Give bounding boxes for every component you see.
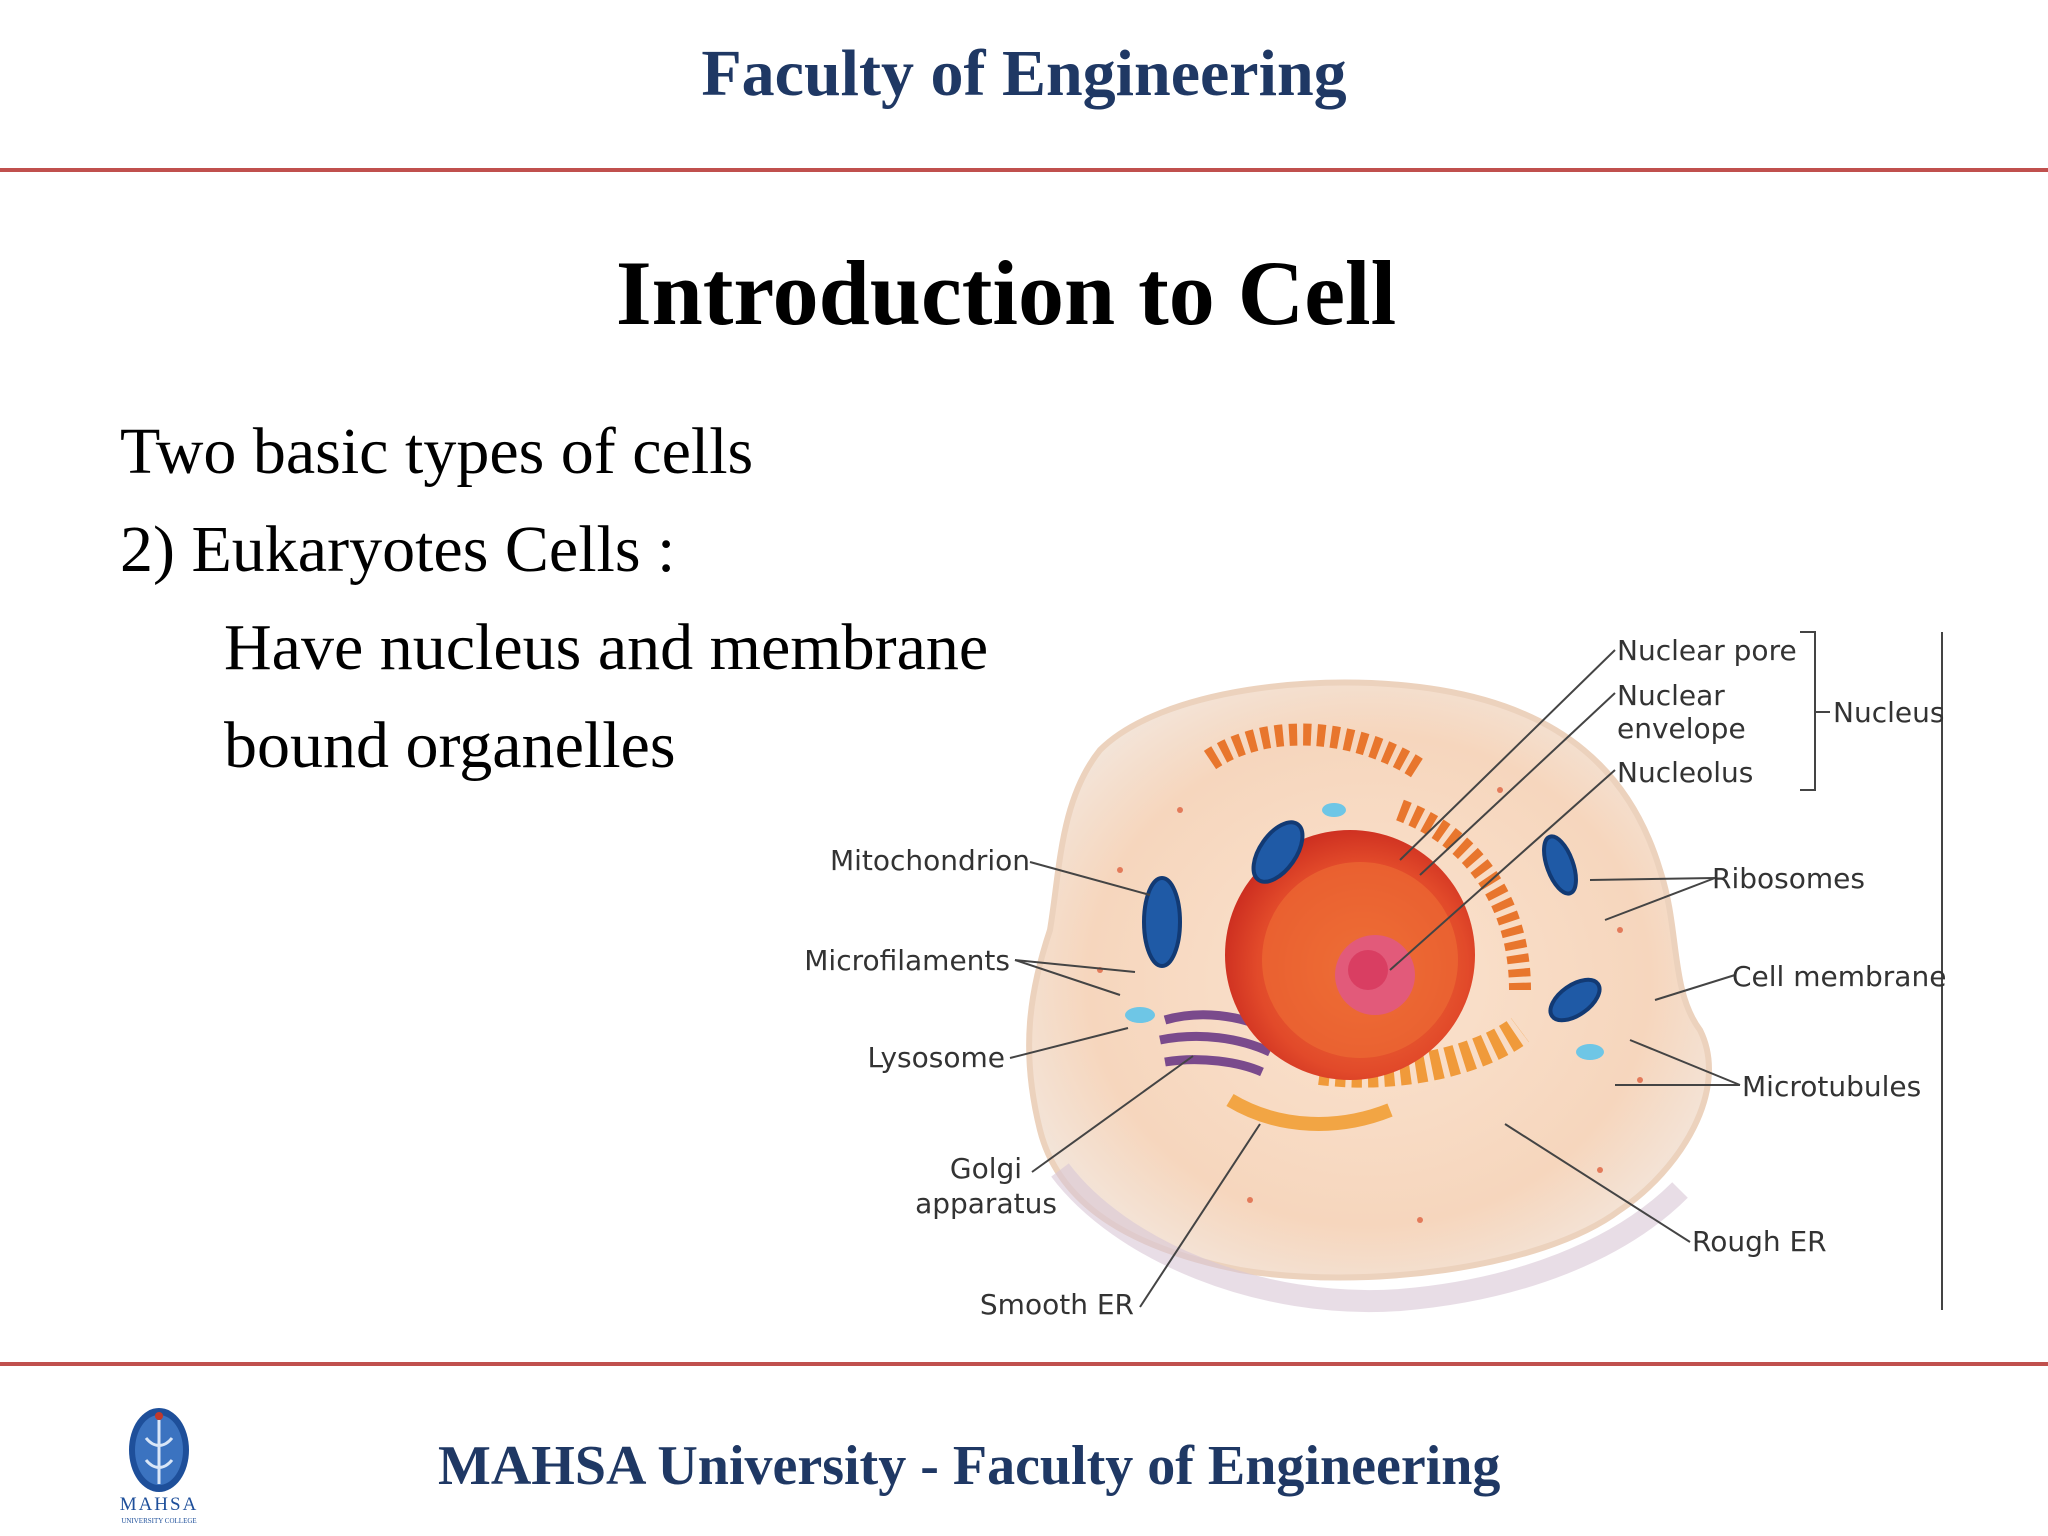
nucleolus-core (1348, 950, 1388, 990)
mitochondrion-4 (1548, 977, 1602, 1023)
vesicle (1322, 803, 1346, 817)
body-line-3: Have nucleus and membrane (224, 611, 989, 684)
body-line-2: 2) Eukaryotes Cells : (120, 513, 676, 586)
mahsa-logo: MAHSA UNIVERSITY COLLEGE (120, 1408, 199, 1525)
lower-membrane-fold (1051, 1163, 1688, 1312)
label-golgi: Golgi (950, 1152, 1022, 1185)
mitochondrion-3 (1542, 834, 1578, 896)
bottom-divider (0, 1362, 2048, 1366)
logo-subtext: UNIVERSITY COLLEGE (121, 1517, 196, 1525)
label-rough-er: Rough ER (1692, 1225, 1827, 1258)
label-microfilaments: Microfilaments (804, 944, 1010, 977)
slide-title: Introduction to Cell (615, 242, 1397, 344)
label-nuclear-pore: Nuclear pore (1617, 634, 1797, 667)
body-line-4: bound organelles (224, 709, 676, 782)
lysosome-2 (1576, 1044, 1604, 1060)
label-apparatus: apparatus (915, 1187, 1057, 1220)
lysosome-1 (1125, 1007, 1155, 1023)
label-mitochondrion: Mitochondrion (830, 844, 1030, 877)
top-divider (0, 168, 2048, 172)
leader-lines (1009, 631, 1943, 1310)
mitochondrion-1 (1142, 876, 1182, 968)
label-nuclear: Nuclear (1617, 679, 1725, 712)
label-nucleus: Nucleus (1833, 696, 1944, 729)
body-line-1: Two basic types of cells (120, 415, 754, 488)
rough-er-bottom (1318, 1017, 1529, 1088)
label-ribosomes: Ribosomes (1712, 862, 1865, 895)
footer-title: MAHSA University - Faculty of Engineerin… (438, 1435, 1501, 1497)
logo-text: MAHSA (120, 1494, 199, 1515)
ribosome-dots (1097, 787, 1643, 1223)
label-envelope: envelope (1617, 712, 1746, 745)
label-smooth-er: Smooth ER (980, 1288, 1134, 1320)
mitochondrion-2 (1251, 820, 1305, 884)
label-nucleolus: Nucleolus (1617, 756, 1753, 789)
smooth-er (1226, 1093, 1393, 1131)
header-title: Faculty of Engineering (701, 37, 1347, 110)
label-microtubules: Microtubules (1742, 1070, 1921, 1103)
eukaryotic-cell-diagram: Nuclear pore Nuclear envelope Nucleolus … (804, 631, 1946, 1320)
label-cell-membrane: Cell membrane (1732, 960, 1946, 993)
label-lysosome: Lysosome (867, 1041, 1005, 1074)
